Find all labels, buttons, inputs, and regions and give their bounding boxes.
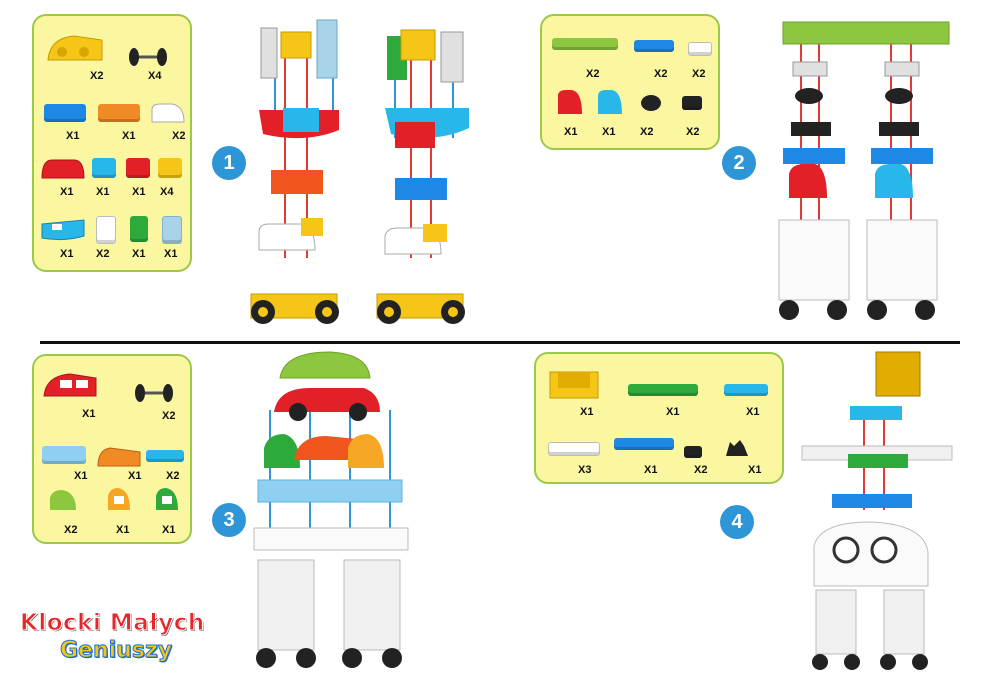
- logo-line-2: Geniuszy: [59, 638, 173, 664]
- part-qty: X2: [172, 130, 186, 142]
- red-2x2-brick-icon: [126, 158, 150, 178]
- part-qty: X2: [694, 464, 708, 476]
- black-clip-plate-icon: [726, 440, 748, 456]
- part-qty: X1: [164, 248, 178, 260]
- part-qty: X2: [640, 126, 654, 138]
- parts-panel-step-1: X2 X4 X1 X1 X2 X1 X1 X1 X4 X1 X2 X1 X1: [32, 14, 192, 272]
- brand-logo: Klocki Małych Geniuszy: [20, 610, 230, 670]
- part-qty: X3: [578, 464, 592, 476]
- step-1-assembly-diagram: [250, 19, 469, 324]
- part-qty: X1: [132, 186, 146, 198]
- orange-window-brick-icon: [108, 488, 130, 510]
- part-qty: X1: [746, 406, 760, 418]
- step-2-assembly-diagram: [778, 21, 950, 320]
- part-qty: X1: [128, 470, 142, 482]
- part-qty: X1: [602, 126, 616, 138]
- part-qty: X2: [96, 248, 110, 260]
- blue-2x6-plate-icon: [614, 438, 674, 450]
- black-round-plate-icon: [641, 95, 661, 111]
- part-qty: X2: [166, 470, 180, 482]
- yellow-2x2-brick-icon: [158, 158, 182, 178]
- part-qty: X2: [90, 70, 104, 82]
- yellow-curved-fender-brick-icon: [47, 35, 103, 61]
- red-car-body-brick-icon: [43, 373, 97, 397]
- part-qty: X1: [644, 464, 658, 476]
- part-qty: X1: [60, 186, 74, 198]
- blue-2x4-plate-icon: [146, 450, 184, 462]
- part-qty: X1: [748, 464, 762, 476]
- lightblue-2x4-plate-icon: [724, 384, 768, 396]
- part-qty: X2: [686, 126, 700, 138]
- black-square-plate-icon: [684, 446, 702, 458]
- green-window-brick-icon: [156, 488, 178, 510]
- lightblue-arch-brick-icon: [598, 90, 622, 114]
- parts-panel-step-3: X1 X2 X1 X1 X2 X2 X1 X1: [32, 354, 192, 544]
- part-qty: X2: [692, 68, 706, 80]
- step-4-assembly-diagram: [801, 351, 953, 670]
- step-number-badge: 1: [212, 146, 246, 180]
- part-qty: X2: [586, 68, 600, 80]
- white-curved-brick-icon: [151, 103, 185, 123]
- part-qty: X4: [148, 70, 162, 82]
- black-square-plate-icon: [682, 96, 702, 110]
- lightblue-2x4-brick-icon: [42, 446, 86, 464]
- parts-panel-step-4: X1 X1 X1 X3 X1 X2 X1: [534, 352, 784, 484]
- part-qty: X2: [64, 524, 78, 536]
- blue-2x4-plate-icon: [634, 40, 674, 52]
- part-qty: X2: [654, 68, 668, 80]
- red-arch-brick-icon: [558, 90, 582, 114]
- part-qty: X1: [74, 470, 88, 482]
- lightblue-printed-brick-icon: [41, 219, 85, 241]
- red-curved-2x4-brick-icon: [41, 159, 85, 179]
- blue-2x4-brick-icon: [44, 104, 86, 122]
- orange-2x4-brick-icon: [98, 104, 140, 122]
- clear-tall-brick-icon: [162, 216, 182, 244]
- part-qty: X1: [116, 524, 130, 536]
- part-qty: X1: [564, 126, 578, 138]
- part-qty: X1: [132, 248, 146, 260]
- part-qty: X1: [122, 130, 136, 142]
- step-number-badge: 4: [720, 505, 754, 539]
- part-qty: X1: [82, 408, 96, 420]
- step-number-badge: 3: [212, 503, 246, 537]
- part-qty: X1: [666, 406, 680, 418]
- lime-2x8-plate-icon: [552, 38, 618, 50]
- part-qty: X1: [162, 524, 176, 536]
- parts-panel-step-2: X2 X2 X2 X1 X1 X2 X2: [540, 14, 720, 150]
- orange-curved-brick-icon: [97, 447, 141, 467]
- white-2x8-plate-icon: [548, 442, 600, 456]
- white-2x2-plate-icon: [688, 42, 712, 56]
- step-number-badge: 2: [722, 146, 756, 180]
- part-qty: X1: [580, 406, 594, 418]
- yellow-seat-brick-icon: [549, 371, 599, 399]
- part-qty: X1: [60, 248, 74, 260]
- section-divider: [40, 341, 960, 344]
- black-wheel-axle-icon: [129, 48, 167, 66]
- lime-curved-brick-icon: [50, 490, 76, 510]
- white-tall-brick-icon: [96, 216, 116, 244]
- logo-line-1: Klocki Małych: [20, 610, 205, 637]
- green-2x8-plate-icon: [628, 384, 698, 396]
- part-qty: X4: [160, 186, 174, 198]
- step-3-assembly-diagram: [253, 351, 409, 668]
- part-qty: X2: [162, 410, 176, 422]
- black-wheel-axle-icon: [135, 384, 173, 402]
- lightblue-2x2-brick-icon: [92, 158, 116, 178]
- part-qty: X1: [96, 186, 110, 198]
- part-qty: X1: [66, 130, 80, 142]
- green-tall-brick-icon: [130, 216, 148, 242]
